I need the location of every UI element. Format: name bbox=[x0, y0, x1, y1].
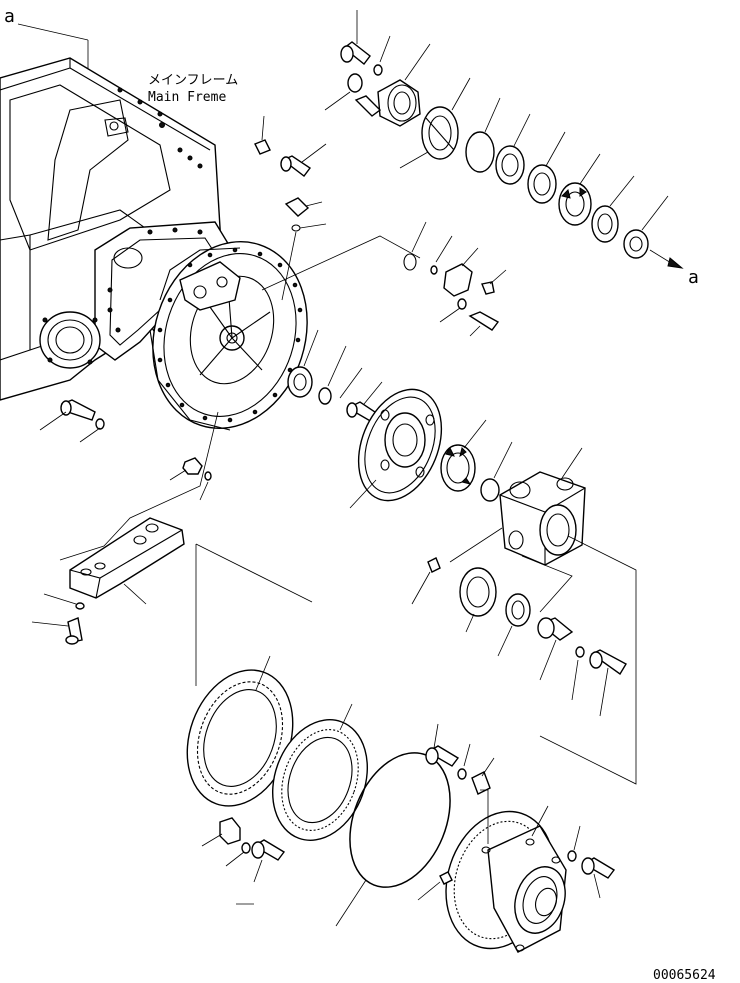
final-drive-case bbox=[149, 241, 308, 431]
planet-parts bbox=[411, 527, 637, 785]
main-frame-label-en: Main Freme bbox=[148, 90, 226, 105]
ring-small bbox=[480, 478, 500, 502]
bearing-3 bbox=[591, 175, 635, 243]
bracket-small bbox=[403, 221, 507, 337]
o-ring-small bbox=[347, 73, 363, 93]
bolt-lower-left bbox=[31, 593, 85, 645]
ref-label-a-right: a bbox=[688, 267, 699, 288]
bolt-small-group bbox=[254, 115, 327, 301]
hub-fasteners bbox=[417, 723, 616, 901]
nut-lower-1 bbox=[169, 457, 212, 501]
pinion-gear bbox=[558, 153, 601, 226]
bolt-top bbox=[340, 10, 371, 65]
bolt-left-1 bbox=[39, 399, 105, 443]
main-frame-label-jp: メインフレーム bbox=[148, 73, 238, 88]
carrier-disc bbox=[349, 388, 443, 509]
mount-bracket bbox=[59, 411, 219, 605]
bearing-1 bbox=[495, 113, 531, 185]
spline-gear bbox=[440, 419, 487, 492]
hub-cover bbox=[445, 805, 567, 953]
bearing-mid bbox=[287, 329, 383, 423]
drawing-number: 00065624 bbox=[653, 968, 716, 983]
collar bbox=[623, 195, 669, 259]
ref-label-a-top: a bbox=[4, 6, 15, 27]
washer-top bbox=[373, 64, 383, 76]
ring-fasteners bbox=[201, 817, 286, 905]
cage-housing bbox=[354, 43, 431, 127]
ring-gear-hub bbox=[271, 703, 369, 841]
snap-ring bbox=[465, 131, 495, 173]
leader-group-top bbox=[261, 235, 421, 291]
bearing-2 bbox=[527, 131, 566, 204]
leader-carrier bbox=[539, 535, 637, 785]
spacer-segmented bbox=[399, 77, 471, 169]
planet-carrier bbox=[499, 447, 586, 566]
ref-arrow-right bbox=[649, 249, 684, 269]
